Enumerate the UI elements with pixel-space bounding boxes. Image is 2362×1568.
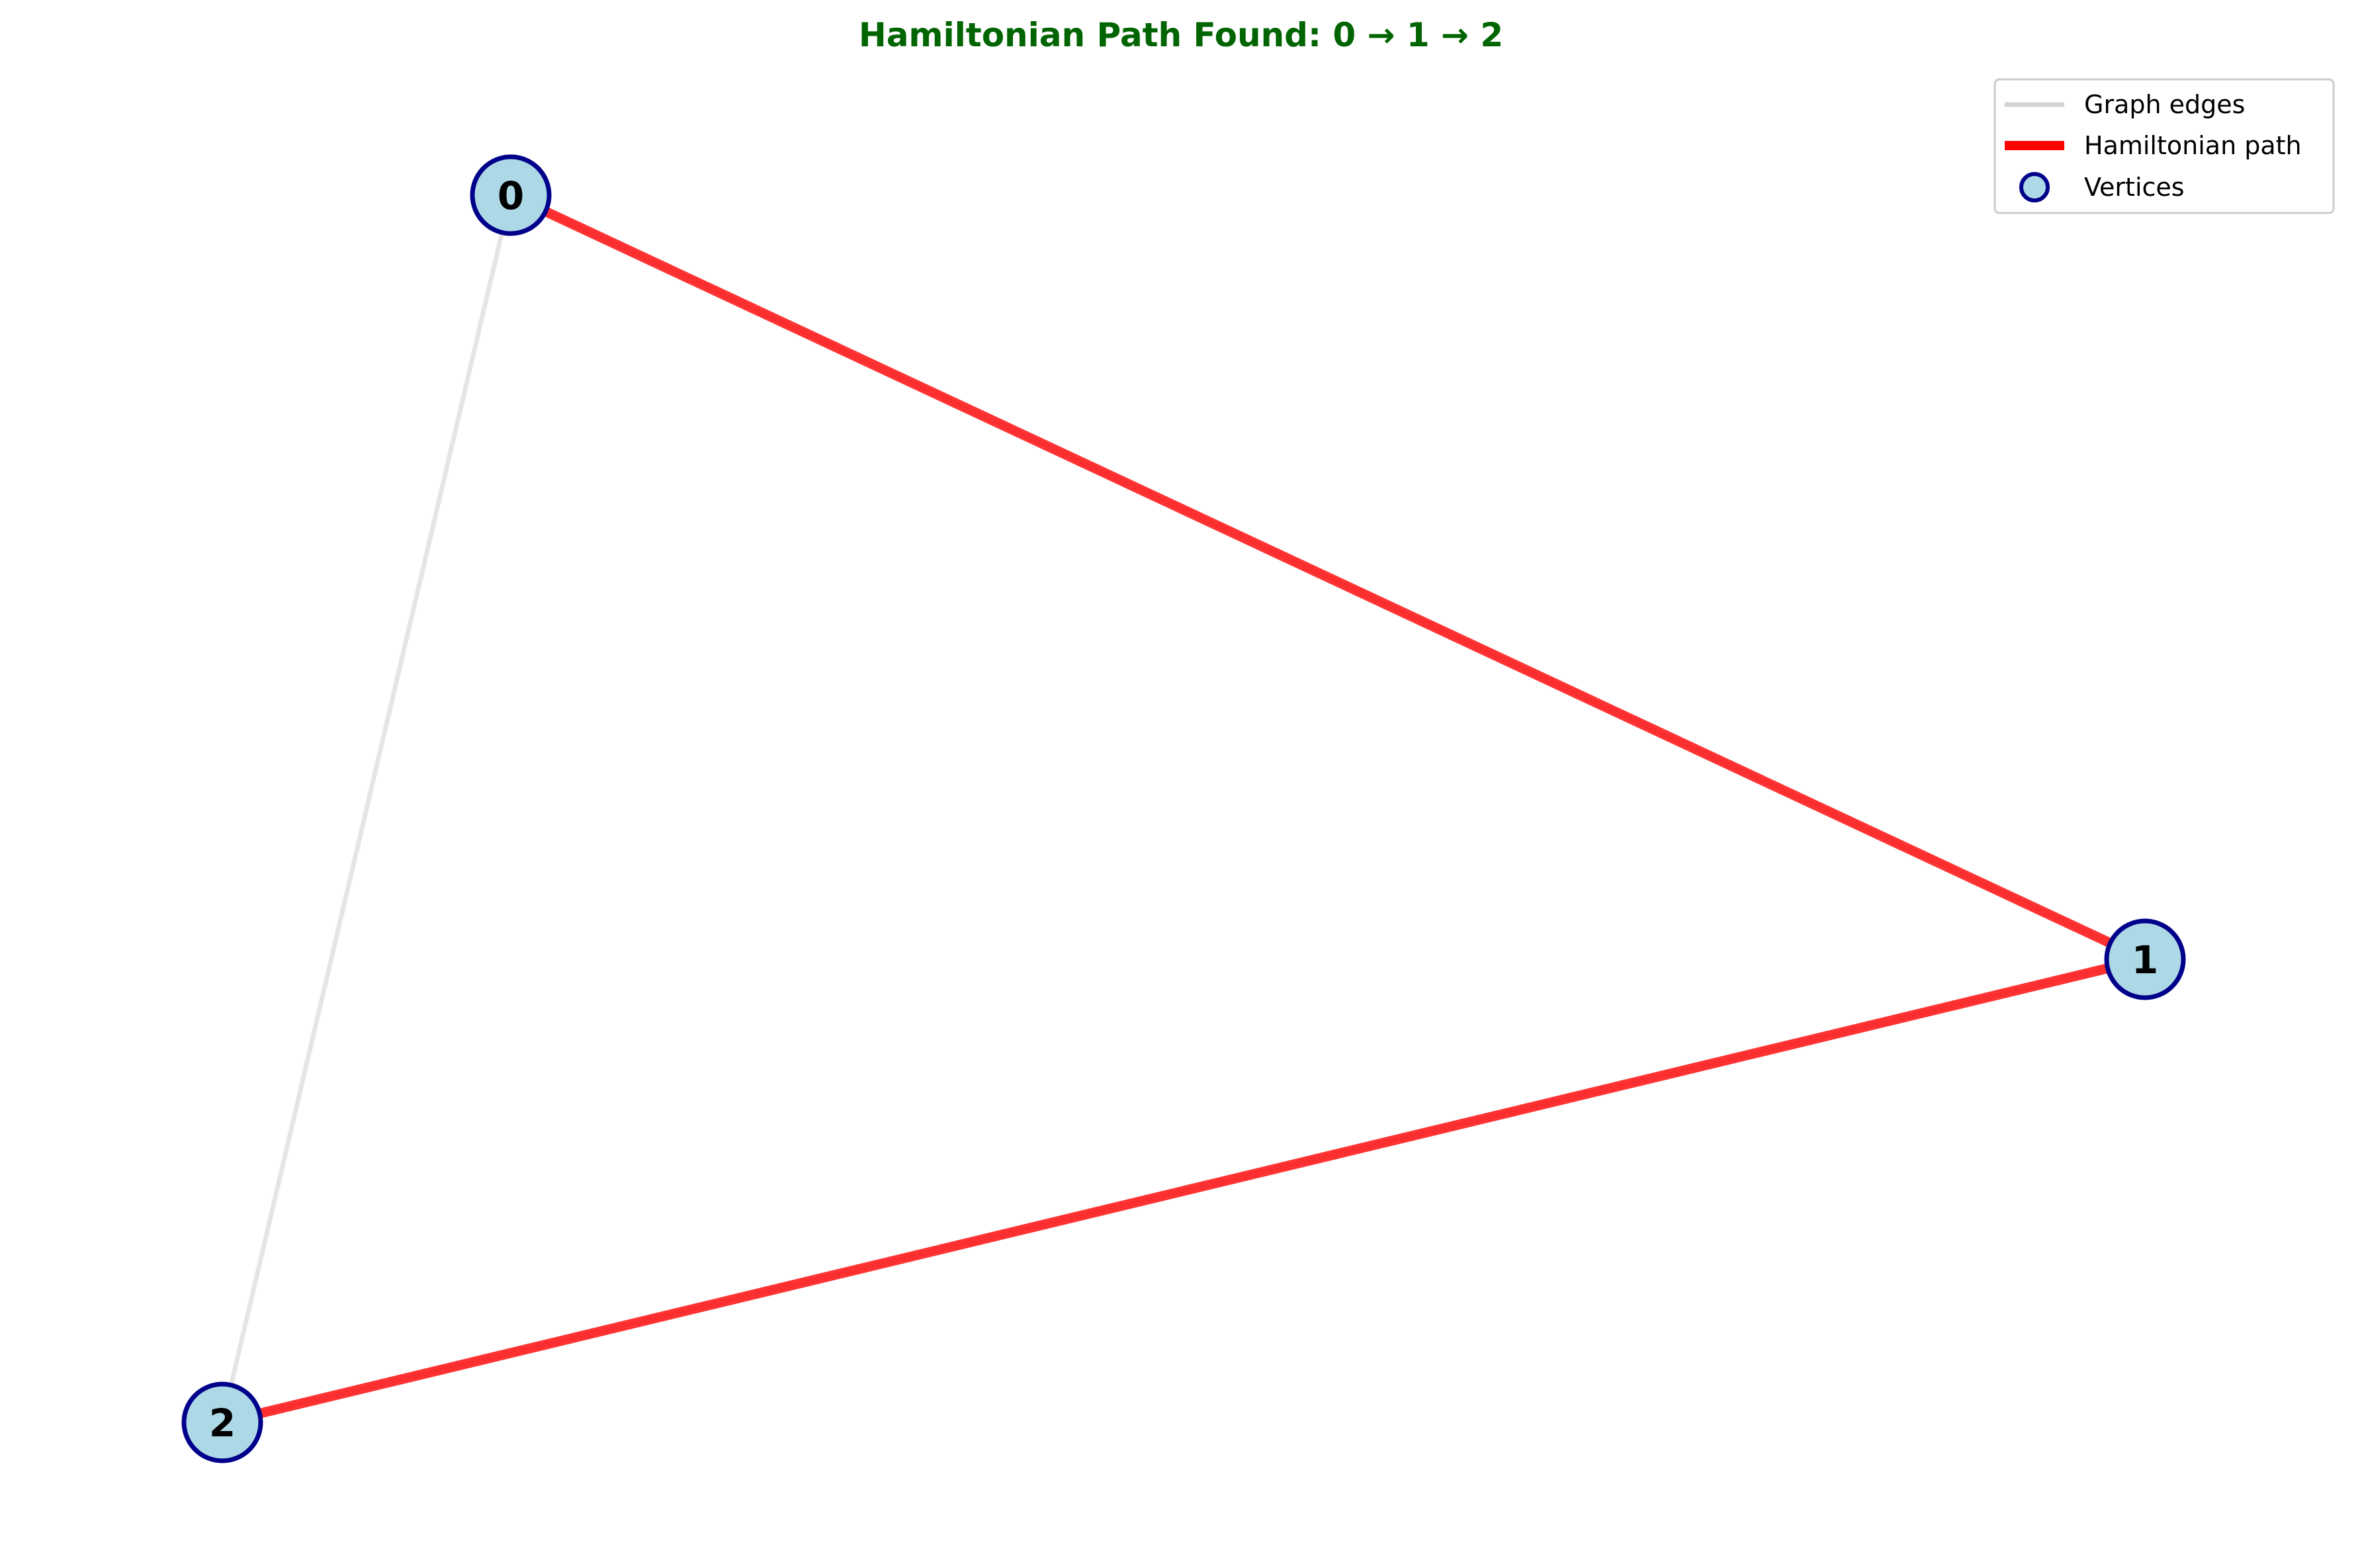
vertex-circle-2: [181, 1381, 263, 1463]
legend: Graph edges Hamiltonian path Vertices: [1993, 78, 2335, 214]
vertex-0: 0: [470, 154, 552, 236]
path-edge-0-1: [508, 191, 2148, 964]
chart-title: Hamiltonian Path Found: 0 → 1 → 2: [859, 16, 1503, 54]
vertex-1: 1: [2104, 918, 2186, 1000]
vertex-label-1: 1: [2132, 937, 2158, 982]
legend-hamiltonian-path-label: Hamiltonian path: [2084, 131, 2302, 160]
vertex-label-0: 0: [498, 173, 524, 218]
vertex-2: 2: [181, 1381, 263, 1463]
legend-vertices-label: Vertices: [2084, 173, 2185, 202]
path-edge-1-2: [221, 954, 2146, 1428]
vertex-circle-1: [2104, 918, 2186, 1000]
legend-box: [1993, 78, 2335, 214]
graph-edge-0-2: [220, 195, 513, 1423]
legend-graph-edges-label: Graph edges: [2084, 90, 2245, 119]
path-layer: [221, 191, 2148, 1428]
vertex-label-2: 2: [209, 1401, 236, 1446]
legend-vertices-swatch: [2019, 172, 2050, 202]
vertex-circle-0: [470, 154, 552, 236]
vertex-layer: 0 1 2: [181, 154, 2186, 1463]
